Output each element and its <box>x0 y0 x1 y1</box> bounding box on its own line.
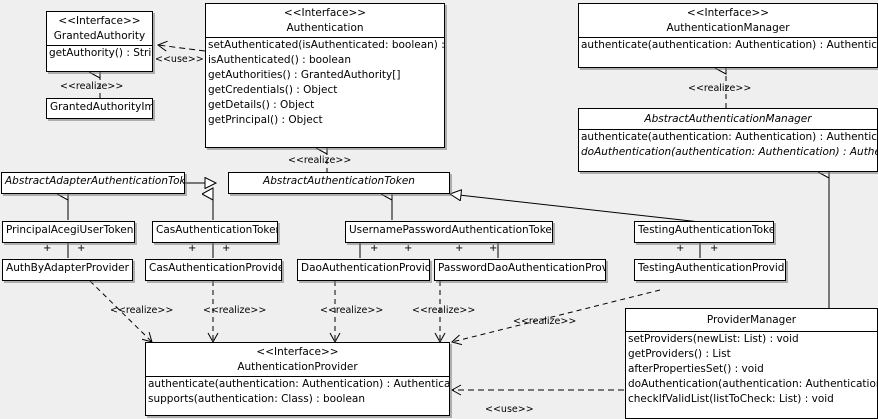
class-authentication[interactable]: <<Interface>> Authentication setAuthenti… <box>205 3 445 148</box>
authentication-provider-divider <box>146 376 449 377</box>
dao-authentication-provider-name: DaoAuthenticationProvider <box>301 262 430 274</box>
operation: doAuthentication(authentication: Authent… <box>581 146 877 158</box>
edge-label-realize-abstract-auth-manager: <<realize>> <box>688 83 752 94</box>
operation: authenticate(authentication: Authenticat… <box>581 131 877 143</box>
class-granted-authority[interactable]: <<Interface>> GrantedAuthority getAuthor… <box>46 11 153 72</box>
class-authentication-manager[interactable]: <<Interface>> AuthenticationManager auth… <box>578 3 878 68</box>
class-cas-authentication-token[interactable]: CasAuthenticationToken <box>152 221 278 243</box>
operation: authenticate(authentication: Authenticat… <box>148 378 449 390</box>
class-auth-by-adapter-provider[interactable]: AuthByAdapterProvider <box>2 259 133 281</box>
authentication-stereotype: <<Interface>> <box>283 7 367 19</box>
edge-label-realize-abstract-auth-token: <<realize>> <box>288 155 352 166</box>
operation: setAuthenticated(isAuthenticated: boolea… <box>208 39 444 51</box>
authentication-operations: setAuthenticated(isAuthenticated: boolea… <box>206 38 444 128</box>
multiplicity-marker: + <box>676 243 685 254</box>
class-password-dao-authentication-provider[interactable]: PasswordDaoAuthenticationProvider <box>434 259 606 281</box>
operation: getProviders() : List <box>628 348 731 360</box>
operation: afterPropertiesSet() : void <box>628 363 764 375</box>
authentication-manager-name: AuthenticationManager <box>666 22 790 34</box>
edge-label-realize-auth-by-adapter: <<realize>> <box>110 305 174 316</box>
operation: getCredentials() : Object <box>208 84 338 96</box>
multiplicity-marker: + <box>43 243 52 254</box>
authentication-provider-name: AuthenticationProvider <box>237 361 358 373</box>
class-granted-authority-impl[interactable]: GrantedAuthorityImpl <box>46 98 153 119</box>
abstract-authentication-manager-divider <box>579 129 877 130</box>
class-cas-authentication-provider[interactable]: CasAuthenticationProvider <box>145 259 282 281</box>
edge-label-realize-password-dao-provider: <<realize>> <box>412 305 476 316</box>
operation: getPrincipal() : Object <box>208 114 323 126</box>
operation: isAuthenticated() : boolean <box>208 54 351 66</box>
cas-authentication-provider-name: CasAuthenticationProvider <box>149 262 282 274</box>
class-abstract-authentication-manager[interactable]: AbstractAuthenticationManager authentica… <box>578 108 878 172</box>
username-password-authentication-token-name: UsernamePasswordAuthenticationToken <box>349 224 553 236</box>
edge-label-realize-dao-provider: <<realize>> <box>320 305 384 316</box>
class-testing-authentication-provider[interactable]: TestingAuthenticationProvider <box>634 259 786 281</box>
authentication-provider-stereotype: <<Interface>> <box>256 346 339 358</box>
edge-label-use-provider-manager: <<use>> <box>485 404 534 415</box>
abstract-adapter-authentication-token-name: AbstractAdapterAuthenticationToken <box>5 175 185 187</box>
multiplicity-marker: + <box>370 243 379 254</box>
operation: checkIfValidList(listToCheck: List) : vo… <box>628 393 834 405</box>
operation: doAuthentication(authentication: Authent… <box>628 378 877 390</box>
edge-label-realize-granted-authority-impl: <<realize>> <box>60 81 124 92</box>
authentication-manager-stereotype: <<Interface>> <box>686 7 770 19</box>
operation: supports(authentication: Class) : boolea… <box>148 393 365 405</box>
multiplicity-marker: + <box>489 243 498 254</box>
provider-manager-name: ProviderManager <box>706 314 797 326</box>
auth-by-adapter-provider-name: AuthByAdapterProvider <box>6 262 129 274</box>
authentication-divider <box>206 37 444 38</box>
operation: getAuthority() : String <box>49 47 152 59</box>
operation: getAuthorities() : GrantedAuthority[] <box>208 69 401 81</box>
testing-authentication-token-name: TestingAuthenticationToken <box>638 224 774 236</box>
class-provider-manager[interactable]: ProviderManager setProviders(newList: Li… <box>625 308 878 419</box>
principal-acegi-user-token-name: PrincipalAcegiUserToken <box>6 224 134 236</box>
authentication-manager-divider <box>579 37 877 38</box>
edge-label-realize-cas-provider: <<realize>> <box>203 305 267 316</box>
cas-authentication-token-name: CasAuthenticationToken <box>156 224 278 236</box>
multiplicity-marker: + <box>710 243 719 254</box>
class-username-password-authentication-token[interactable]: UsernamePasswordAuthenticationToken <box>345 221 553 243</box>
edge-label-realize-testing-provider: <<realize>> <box>513 316 577 327</box>
abstract-authentication-manager-operations: authenticate(authentication: Authenticat… <box>579 130 877 160</box>
multiplicity-marker: + <box>188 243 197 254</box>
class-dao-authentication-provider[interactable]: DaoAuthenticationProvider <box>297 259 430 281</box>
operation: setProviders(newList: List) : void <box>628 333 799 345</box>
class-principal-acegi-user-token[interactable]: PrincipalAcegiUserToken <box>2 221 135 243</box>
abstract-authentication-token-name: AbstractAuthenticationToken <box>263 175 415 187</box>
operation: authenticate(authentication: Authenticat… <box>581 39 877 51</box>
multiplicity-marker: + <box>455 243 464 254</box>
granted-authority-name: GrantedAuthority <box>53 30 146 42</box>
password-dao-authentication-provider-name: PasswordDaoAuthenticationProvider <box>438 262 605 274</box>
authentication-name: Authentication <box>286 22 364 34</box>
granted-authority-divider <box>47 45 152 46</box>
class-abstract-adapter-authentication-token[interactable]: AbstractAdapterAuthenticationToken <box>1 172 185 194</box>
granted-authority-impl-name: GrantedAuthorityImpl <box>50 101 153 113</box>
operation: getDetails() : Object <box>208 99 315 111</box>
class-abstract-authentication-token[interactable]: AbstractAuthenticationToken <box>228 172 450 194</box>
authentication-manager-operations: authenticate(authentication: Authenticat… <box>579 38 877 53</box>
class-authentication-provider[interactable]: <<Interface>> AuthenticationProvider aut… <box>145 342 450 416</box>
multiplicity-marker: + <box>77 243 86 254</box>
authentication-provider-operations: authenticate(authentication: Authenticat… <box>146 377 449 407</box>
granted-authority-operations: getAuthority() : String <box>47 46 152 61</box>
edge-label-use-granted-authority: <<use>> <box>155 54 204 65</box>
abstract-authentication-manager-name: AbstractAuthenticationManager <box>644 113 812 125</box>
granted-authority-stereotype: <<Interface>> <box>58 15 141 27</box>
multiplicity-marker: + <box>222 243 231 254</box>
provider-manager-divider <box>626 331 877 332</box>
testing-authentication-provider-name: TestingAuthenticationProvider <box>638 262 786 274</box>
class-testing-authentication-token[interactable]: TestingAuthenticationToken <box>634 221 774 243</box>
multiplicity-marker: + <box>404 243 413 254</box>
provider-manager-operations: setProviders(newList: List) : void getPr… <box>626 332 877 407</box>
